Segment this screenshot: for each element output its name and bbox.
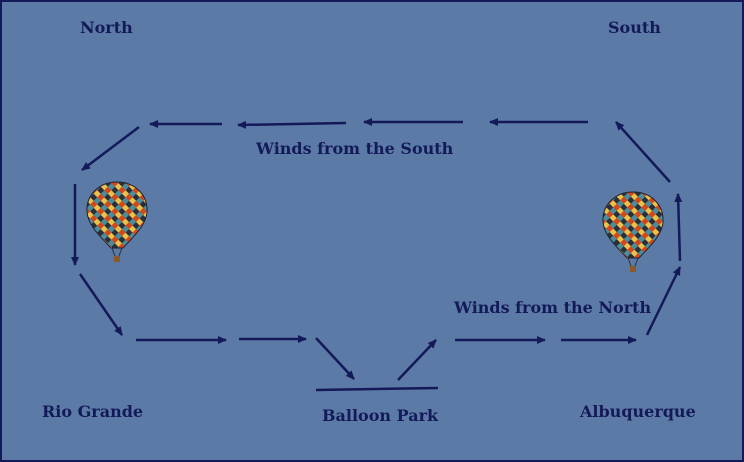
label-north: North [80,18,133,37]
arrow-top-3 [237,120,347,129]
arrow-right-2 [674,193,683,262]
arrow-right-1 [645,266,682,336]
arrow-left-3 [78,273,124,336]
label-winds-from-the-north: Winds from the North [454,298,652,317]
label-rio-grande: Rio Grande [42,402,144,421]
arrow-left-1 [81,126,140,171]
arrow-right-3 [615,121,671,183]
arrow-park-up [397,339,437,381]
hot-air-balloon-icon [602,191,664,272]
label-south: South [608,18,661,37]
label-albuquerque: Albuquerque [580,402,696,421]
label-winds-from-the-south: Winds from the South [256,139,454,158]
label-balloon-park: Balloon Park [322,406,439,425]
balloon-park-ground-line [315,386,439,392]
arrow-park-down [315,337,355,380]
hot-air-balloon-icon [86,181,148,262]
